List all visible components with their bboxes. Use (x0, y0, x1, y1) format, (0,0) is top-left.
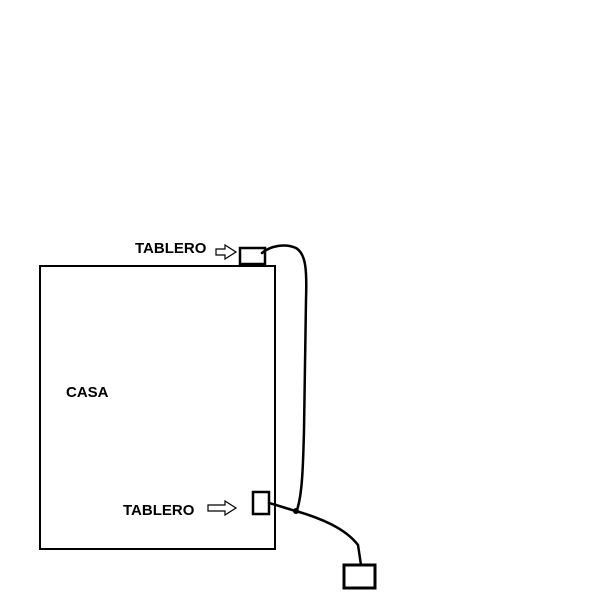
bottom-panel-box (251, 490, 271, 516)
house-outline (39, 265, 276, 550)
top-panel-box (238, 246, 267, 266)
house-label: CASA (66, 384, 109, 401)
bottom-panel-arrow-icon (207, 499, 238, 517)
top-panel-arrow-icon (215, 243, 238, 261)
cable-from-top-panel (260, 244, 308, 512)
cable-from-bottom-panel (267, 501, 298, 513)
cable-to-external-box (294, 509, 363, 567)
external-box (342, 563, 377, 590)
top-panel-label: TABLERO (135, 240, 207, 257)
bottom-panel-label: TABLERO (123, 502, 195, 519)
